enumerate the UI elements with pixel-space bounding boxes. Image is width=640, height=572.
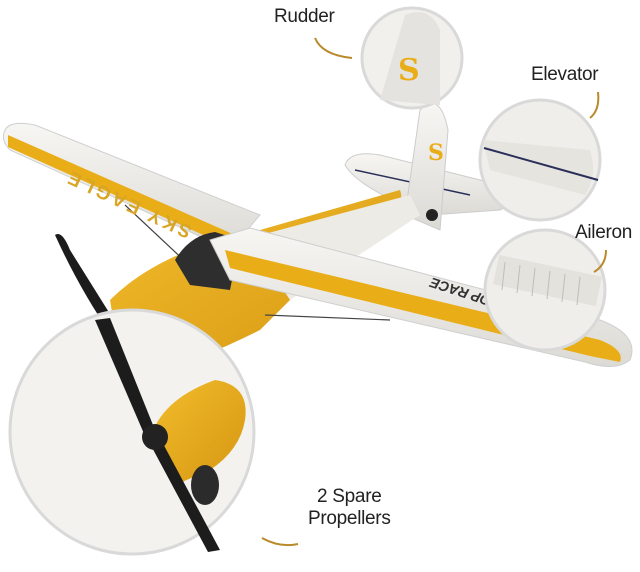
rudder-label: Rudder [274, 6, 335, 27]
aileron-label: Aileron [575, 222, 633, 243]
aileron-detail [483, 228, 607, 352]
elevator-label: Elevator [531, 64, 599, 85]
vertical-fin [404, 102, 449, 231]
elevator-callout-line [589, 91, 600, 119]
propellers-label: 2 Spare Propellers [308, 486, 391, 530]
svg-text:S: S [428, 140, 444, 166]
rudder-detail: S [360, 6, 464, 110]
aileron-callout-line [593, 249, 607, 273]
propeller [55, 234, 120, 336]
rudder-callout-line [314, 37, 353, 59]
propellers-callout-line [261, 537, 299, 547]
propellers-label-line2: Propellers [308, 508, 391, 529]
svg-text:S: S [398, 53, 420, 88]
propellers-label-line1: 2 Spare [317, 486, 382, 507]
propeller-detail [8, 308, 256, 556]
elevator-detail [478, 98, 602, 222]
